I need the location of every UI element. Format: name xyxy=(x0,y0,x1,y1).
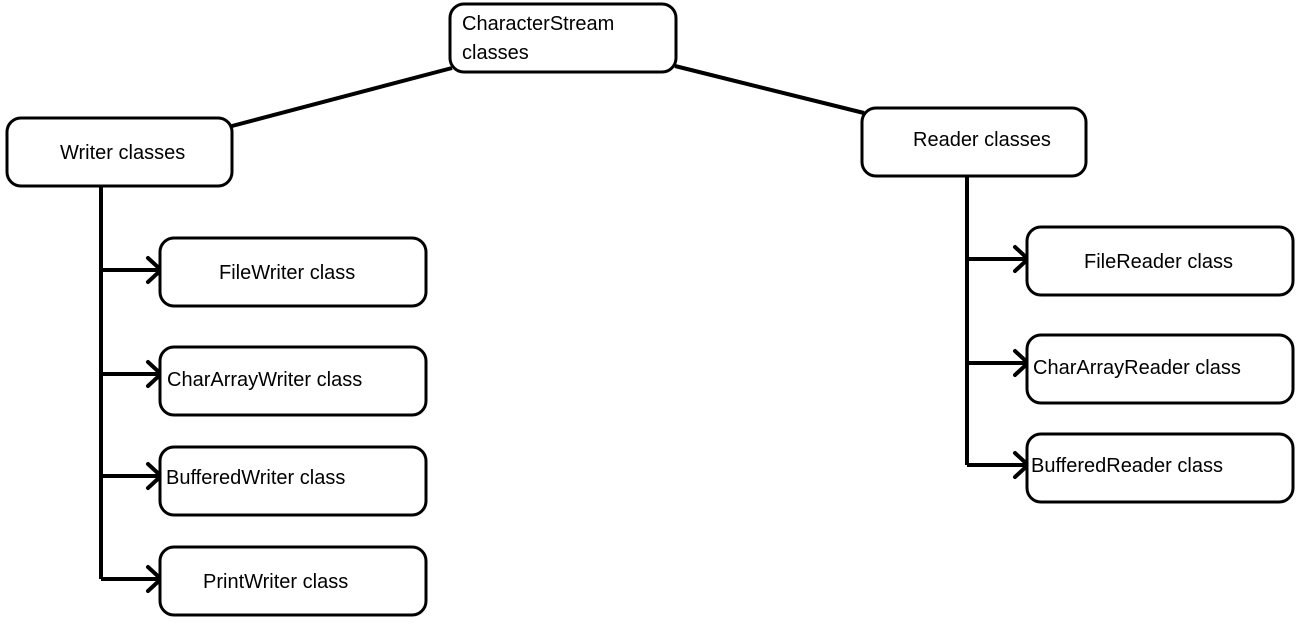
chararrayreader-label: CharArrayReader class xyxy=(1033,357,1241,379)
bufferedreader-node: BufferedReader class xyxy=(1025,432,1295,504)
printwriter-node: PrintWriter class xyxy=(158,545,428,617)
root-node: CharacterStream classes xyxy=(448,2,678,74)
reader-classes-node: Reader classes xyxy=(860,106,1088,178)
bufferedwriter-node: BufferedWriter class xyxy=(158,445,428,517)
writer-classes-node: Writer classes xyxy=(5,116,234,188)
chararraywriter-label: CharArrayWriter class xyxy=(167,369,362,391)
reader-classes-label: Reader classes xyxy=(913,129,1051,151)
writer-classes-label: Writer classes xyxy=(60,142,185,164)
edge-root-to-reader xyxy=(674,64,865,115)
filereader-label: FileReader class xyxy=(1084,251,1233,273)
root-node-label-line2: classes xyxy=(462,42,529,64)
root-node-label-line1: CharacterStream xyxy=(462,13,614,35)
filewriter-label: FileWriter class xyxy=(219,262,355,284)
chararrayreader-node: CharArrayReader class xyxy=(1025,333,1295,405)
filereader-node: FileReader class xyxy=(1025,225,1295,297)
bufferedreader-label: BufferedReader class xyxy=(1031,455,1223,477)
edge-root-to-writer xyxy=(231,66,453,128)
chararraywriter-node: CharArrayWriter class xyxy=(158,345,428,417)
bufferedwriter-label: BufferedWriter class xyxy=(166,467,345,489)
printwriter-label: PrintWriter class xyxy=(203,571,348,593)
filewriter-node: FileWriter class xyxy=(158,236,428,308)
